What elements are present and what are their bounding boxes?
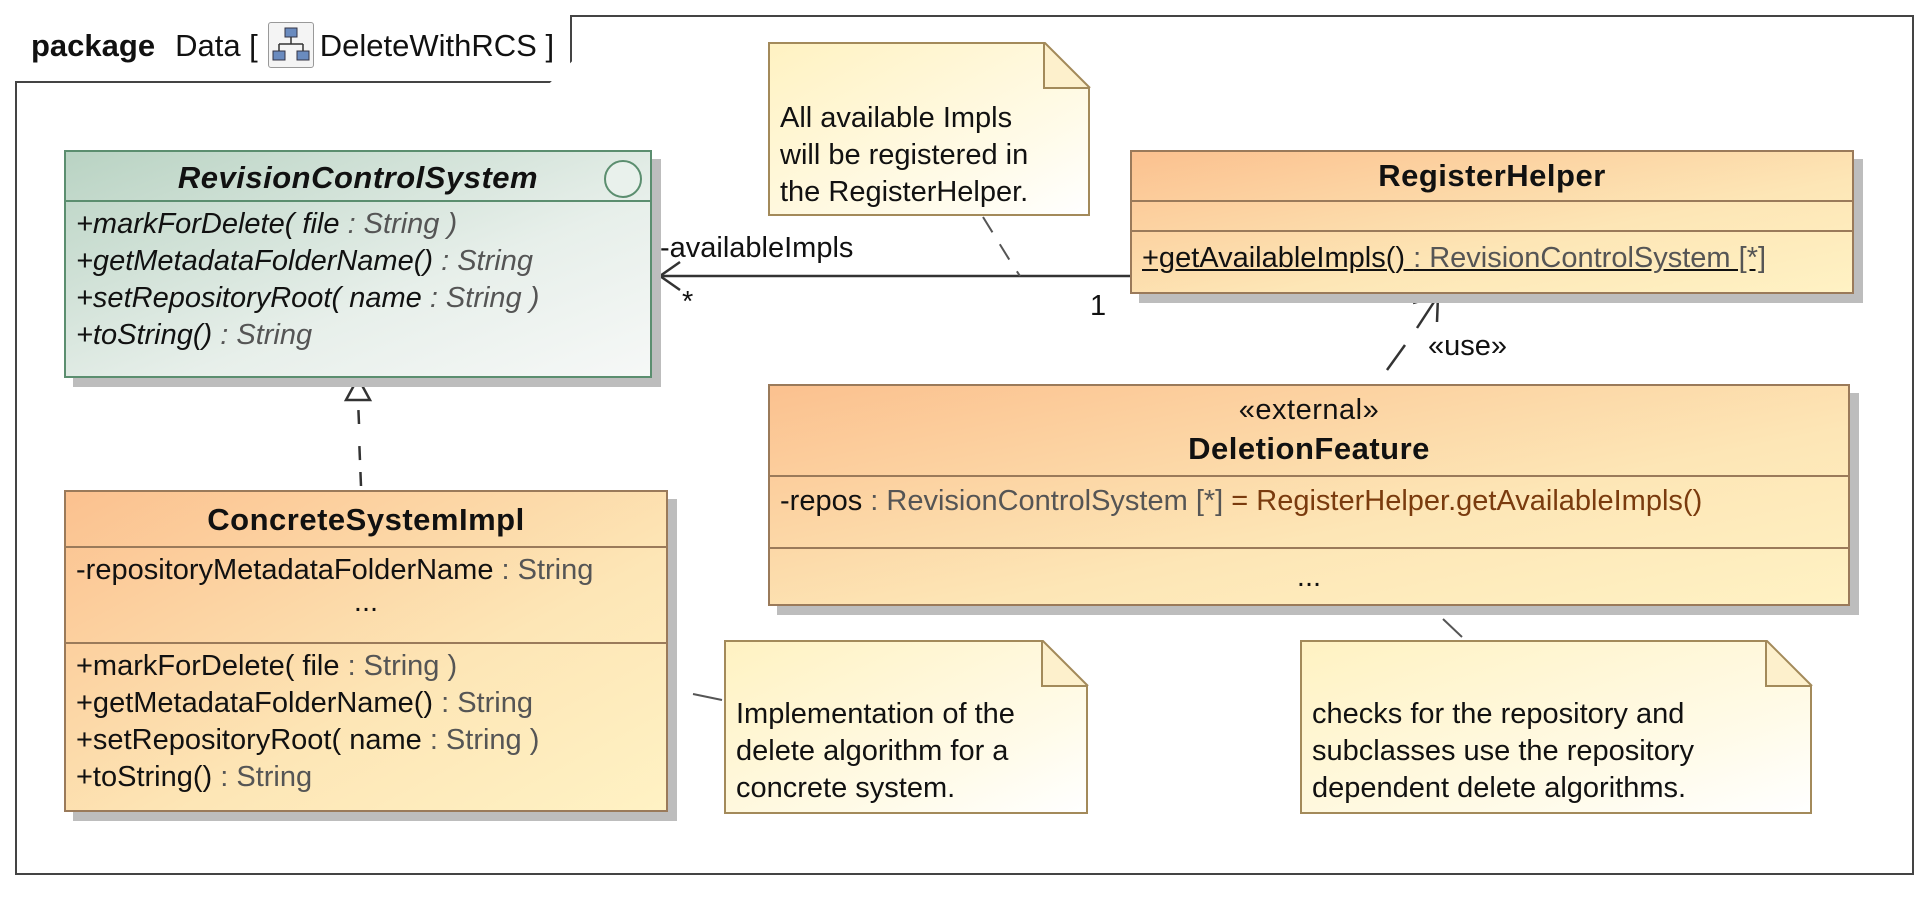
operation: +setRepositoryRoot( name : String ) bbox=[76, 282, 540, 314]
note-line: subclasses use the repository bbox=[1312, 735, 1695, 767]
use-dependency-arrowhead bbox=[1412, 294, 1440, 323]
note-checks-repository: checks for the repository and subclasses… bbox=[1300, 640, 1812, 814]
operations-ellipsis: ... bbox=[770, 547, 1848, 600]
note-anchor-middle bbox=[692, 693, 723, 701]
note-line: checks for the repository and bbox=[1312, 698, 1685, 730]
note-implementation: Implementation of the delete algorithm f… bbox=[724, 640, 1088, 814]
use-dependency-line bbox=[1385, 301, 1436, 371]
association-multiplicity-right: 1 bbox=[1090, 290, 1107, 322]
attribute: -repositoryMetadataFolderName : String bbox=[76, 554, 594, 586]
operations-compartment: +markForDelete( file : String ) +getMeta… bbox=[66, 642, 666, 800]
operation: +markForDelete( file : String ) bbox=[76, 650, 458, 682]
diagram-name: DeleteWithRCS bbox=[319, 28, 537, 64]
association-multiplicity-left: * bbox=[682, 286, 694, 318]
association-role-label: -availableImpls bbox=[660, 232, 854, 264]
note-fold bbox=[1041, 640, 1089, 687]
realization-arrowhead bbox=[343, 375, 373, 402]
note-line: dependent delete algorithms. bbox=[1312, 772, 1687, 804]
stereotype: «external» bbox=[1238, 394, 1380, 426]
class-register-helper[interactable]: RegisterHelper +getAvailableImpls() : Re… bbox=[1130, 150, 1854, 294]
operation: +markForDelete( file : String ) bbox=[76, 208, 458, 240]
operations-compartment: +getAvailableImpls() : RevisionControlSy… bbox=[1132, 230, 1852, 281]
operation: +toString() : String bbox=[76, 761, 313, 793]
realization-line bbox=[356, 399, 363, 487]
attributes-ellipsis: ... bbox=[353, 586, 379, 618]
package-header: package Data [ DeleteWithRCS ] bbox=[15, 15, 573, 83]
operation-static: +getAvailableImpls() : RevisionControlSy… bbox=[1142, 242, 1767, 274]
class-deletion-feature[interactable]: «external» DeletionFeature -repos : Revi… bbox=[768, 384, 1850, 606]
note-line: will be registered in bbox=[780, 139, 1029, 171]
note-line: delete algorithm for a bbox=[736, 735, 1009, 767]
class-name: ConcreteSystemImpl bbox=[207, 502, 525, 537]
package-name: Data [ bbox=[175, 28, 258, 64]
class-name: DeletionFeature bbox=[1188, 431, 1430, 466]
note-fold bbox=[1765, 640, 1813, 687]
attributes-compartment bbox=[1132, 200, 1852, 230]
note-fold bbox=[1043, 42, 1091, 89]
class-name: RevisionControlSystem bbox=[177, 160, 539, 195]
interface-icon bbox=[604, 160, 642, 198]
class-revision-control-system[interactable]: RevisionControlSystem +markForDelete( fi… bbox=[64, 150, 652, 378]
attributes-compartment: -repositoryMetadataFolderName : String .… bbox=[66, 546, 666, 642]
attribute: -repos : RevisionControlSystem [*] = Reg… bbox=[780, 485, 1703, 517]
operation: +getMetadataFolderName() : String bbox=[76, 245, 533, 277]
operations-compartment: +markForDelete( file : String ) +getMeta… bbox=[66, 200, 650, 358]
note-anchor-right bbox=[1442, 618, 1463, 638]
package-frame bbox=[15, 15, 1914, 875]
note-line: the RegisterHelper. bbox=[780, 176, 1029, 208]
association-arrowhead bbox=[657, 260, 681, 292]
package-bracket-close: ] bbox=[545, 28, 555, 64]
note-line: All available Impls bbox=[780, 102, 1013, 134]
class-name: RegisterHelper bbox=[1378, 158, 1606, 193]
class-concrete-system-impl[interactable]: ConcreteSystemImpl -repositoryMetadataFo… bbox=[64, 490, 668, 812]
operation: +toString() : String bbox=[76, 319, 313, 351]
operation: +setRepositoryRoot( name : String ) bbox=[76, 724, 540, 756]
use-stereotype-label: «use» bbox=[1428, 330, 1508, 362]
diagram-icon bbox=[267, 22, 314, 68]
note-line: Implementation of the bbox=[736, 698, 1015, 730]
operation: +getMetadataFolderName() : String bbox=[76, 687, 533, 719]
attributes-compartment: -repos : RevisionControlSystem [*] = Reg… bbox=[770, 475, 1848, 547]
note-line: concrete system. bbox=[736, 772, 956, 804]
note-available-impls: All available Impls will be registered i… bbox=[768, 42, 1090, 216]
note-anchor-top bbox=[982, 216, 1021, 277]
package-keyword: package bbox=[31, 28, 156, 64]
